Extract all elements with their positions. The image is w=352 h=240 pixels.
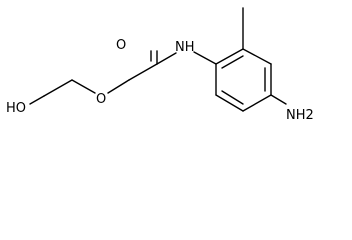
ring-inner-bond-1 [221, 55, 244, 69]
ring-inner-bond-3 [221, 90, 244, 105]
bond-c2-ether-o [71, 79, 96, 94]
molecule-drawing: O NH O HO NH2 [6, 7, 314, 123]
ring-bond-4 [242, 94, 272, 112]
amide-oxygen-label: O [116, 38, 126, 53]
ether-oxygen-label: O [96, 92, 106, 107]
bond-nh-ring [193, 51, 217, 65]
bond-ring-amine [270, 94, 287, 105]
bond-c3-carbonyl [128, 63, 158, 81]
ring-bond-5 [215, 94, 244, 112]
amine-label: NH2 [286, 108, 314, 123]
bond-c1-c2 [43, 79, 73, 97]
hydroxyl-label: HO [6, 101, 26, 116]
ring-bond-1 [215, 48, 244, 65]
bond-carbonyl-nh [156, 52, 177, 65]
bond-hydroxyl-c1 [29, 95, 45, 105]
bond-ether-o-c3 [107, 79, 130, 94]
atom-labels: O NH O HO NH2 [6, 38, 314, 123]
structure-diagram: O NH O HO NH2 [6, 7, 314, 123]
bonds [29, 7, 287, 112]
ring-bond-2 [242, 48, 272, 65]
amide-nitrogen-label: NH [175, 40, 195, 55]
